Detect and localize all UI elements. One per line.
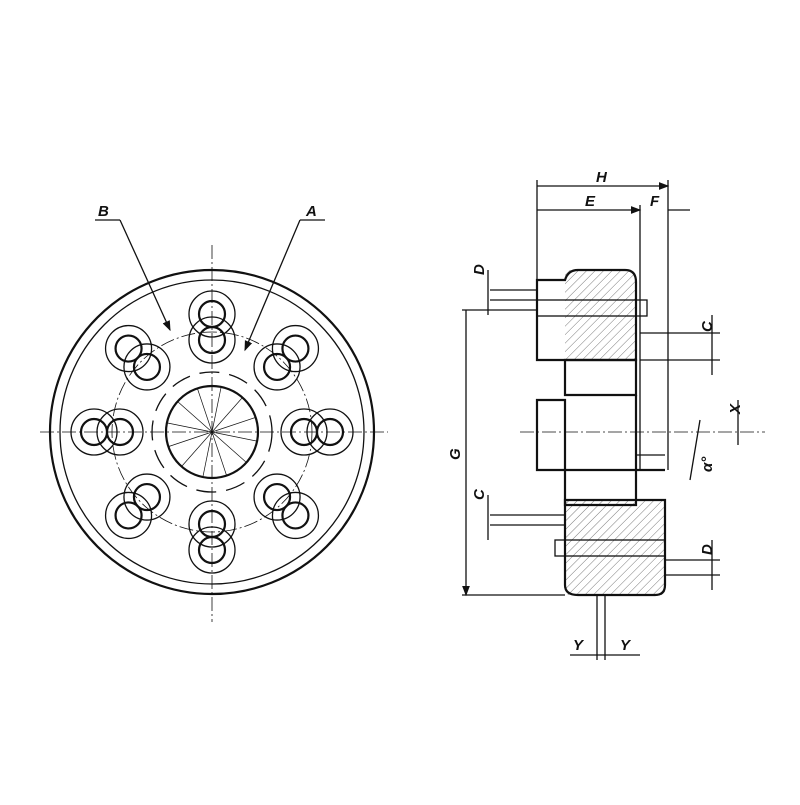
flange-inner-edge xyxy=(59,279,365,585)
top-hatch xyxy=(565,270,635,360)
front-view: B A xyxy=(40,203,388,622)
bolt-hole xyxy=(262,352,292,382)
bottom-hatch xyxy=(565,500,665,595)
bolt-pair xyxy=(280,408,354,456)
bottom-bolt-hole xyxy=(554,539,666,557)
bolt-hole xyxy=(281,334,310,363)
bolt-pair xyxy=(70,408,144,456)
label-c-left: C xyxy=(471,488,488,500)
bolt-boss xyxy=(253,343,301,391)
bolt-group xyxy=(70,290,354,574)
bolt-boss xyxy=(123,343,171,391)
leader-a xyxy=(244,219,301,352)
bore-ray xyxy=(202,431,213,478)
bore-ray xyxy=(168,431,213,447)
bolt-hole xyxy=(315,417,345,447)
hub-recess xyxy=(151,371,273,493)
label-y-left: Y xyxy=(573,637,585,654)
bolt-pair xyxy=(253,473,320,540)
label-alpha: α° xyxy=(699,456,716,472)
bolt-boss xyxy=(188,500,236,548)
bore-ray xyxy=(211,417,256,433)
bore-ray xyxy=(197,388,213,433)
label-b: B xyxy=(98,203,109,220)
bolt-circle xyxy=(111,331,313,533)
bolt-hole xyxy=(132,352,162,382)
bore-ray xyxy=(181,431,213,467)
top-bolt-hole xyxy=(536,299,648,317)
bore-ray xyxy=(166,422,213,433)
bolt-boss xyxy=(104,324,153,373)
label-h: H xyxy=(596,169,608,186)
bolt-boss xyxy=(188,526,236,574)
bolt-boss xyxy=(96,408,144,456)
bolt-hole xyxy=(132,482,162,512)
bolt-boss xyxy=(188,290,236,338)
leader-b xyxy=(119,219,171,332)
construction-rays xyxy=(166,386,258,478)
bore xyxy=(164,384,260,480)
label-f: F xyxy=(650,193,660,210)
bolt-hole xyxy=(262,482,292,512)
label-d-top: D xyxy=(471,264,488,275)
label-a: A xyxy=(305,203,317,220)
label-x: X xyxy=(727,403,744,415)
label-c-right: C xyxy=(699,320,716,332)
bore-ray xyxy=(211,431,227,476)
bolt-boss xyxy=(123,473,171,521)
bolt-boss xyxy=(70,408,118,456)
bolt-pair xyxy=(188,290,236,364)
bore-ray xyxy=(177,401,213,433)
outer-flange xyxy=(48,268,376,596)
bolt-hole xyxy=(197,299,227,329)
bolt-boss xyxy=(271,491,320,540)
side-section-view: H E F D C X α° G C D Y Y xyxy=(447,169,765,660)
bolt-boss xyxy=(253,473,301,521)
bolt-pair xyxy=(188,500,236,574)
label-g: G xyxy=(447,448,464,460)
bolt-boss xyxy=(271,324,320,373)
bolt-pair xyxy=(104,324,171,391)
top-ring xyxy=(563,358,638,397)
label-y-right: Y xyxy=(620,637,632,654)
bolt-hole xyxy=(197,535,227,565)
label-e: E xyxy=(585,193,596,210)
bore-ray xyxy=(211,431,247,463)
bolt-pair xyxy=(104,473,171,540)
label-d-bottom: D xyxy=(699,544,716,555)
bolt-hole xyxy=(79,417,109,447)
bolt-pair xyxy=(253,324,320,391)
bolt-boss xyxy=(188,316,236,364)
bore-ray xyxy=(211,431,258,442)
bolt-hole xyxy=(281,501,310,530)
bolt-boss xyxy=(280,408,328,456)
bore-ray xyxy=(211,397,243,433)
bolt-hole xyxy=(114,334,143,363)
bolt-boss xyxy=(104,491,153,540)
bolt-hole xyxy=(114,501,143,530)
bore-ray xyxy=(211,386,222,433)
bolt-boss xyxy=(306,408,354,456)
hub xyxy=(535,395,665,472)
